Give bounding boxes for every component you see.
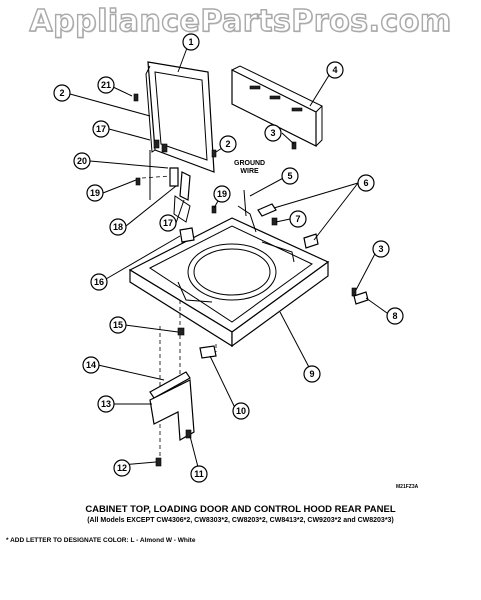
callout-10-label: 10 <box>236 406 246 416</box>
callout-1-label: 1 <box>188 37 193 47</box>
screw-2-right <box>211 149 217 158</box>
screw-21 <box>133 93 139 102</box>
callout-18: 18 <box>109 218 127 236</box>
callout-3-top: 3 <box>264 124 282 142</box>
callout-5-label: 5 <box>287 171 292 181</box>
callout-14-label: 14 <box>86 360 96 370</box>
callout-3-top-label: 3 <box>270 128 275 138</box>
callout-3-right: 3 <box>372 240 390 258</box>
callout-3-right-label: 3 <box>378 244 383 254</box>
screw-3-top <box>291 141 297 150</box>
callout-13-label: 13 <box>101 399 111 409</box>
callout-20-label: 20 <box>77 156 87 166</box>
diagram-code: M21FZ3A <box>396 484 419 490</box>
callout-13: 13 <box>97 395 115 413</box>
control-hood-rear-panel <box>231 65 323 147</box>
callout-19-right-label: 19 <box>217 189 227 199</box>
callout-6: 6 <box>357 174 375 192</box>
callout-7-label: 7 <box>295 214 300 224</box>
callout-17-left-label: 17 <box>96 124 106 134</box>
callout-2-left-label: 2 <box>59 88 64 98</box>
callout-8-label: 8 <box>392 311 397 321</box>
leader-lines <box>69 47 388 472</box>
callout-11: 11 <box>190 465 208 483</box>
screw-19-top <box>211 205 217 214</box>
callout-17-right-label: 17 <box>163 218 173 228</box>
loading-door <box>145 61 215 173</box>
screw-3-right <box>351 287 357 297</box>
callout-9-label: 9 <box>309 369 314 379</box>
callout-2-right: 2 <box>219 135 237 153</box>
caption-title: CABINET TOP, LOADING DOOR AND CONTROL HO… <box>85 504 396 515</box>
callout-16: 16 <box>90 273 108 291</box>
ground-wire-line-2: WIRE <box>240 168 259 175</box>
callout-11-label: 11 <box>194 469 204 479</box>
hinge-16 <box>179 227 195 243</box>
callout-19-left-label: 19 <box>90 188 100 198</box>
callout-19-right: 19 <box>213 185 231 203</box>
callout-15-label: 15 <box>113 320 123 330</box>
callout-15: 15 <box>109 316 127 334</box>
callout-10: 10 <box>232 402 250 420</box>
callout-18-label: 18 <box>113 222 123 232</box>
caption-models: (All Models EXCEPT CW4306*2, CW8303*2, C… <box>87 517 394 524</box>
callout-17-right: 17 <box>159 214 177 232</box>
callout-6-label: 6 <box>363 178 368 188</box>
callout-2-right-label: 2 <box>225 139 230 149</box>
callout-12-label: 12 <box>117 463 127 473</box>
ground-wire-label: GROUND WIRE <box>234 160 265 176</box>
color-footnote: * ADD LETTER TO DESIGNATE COLOR: L - Alm… <box>6 537 196 544</box>
callout-9: 9 <box>303 365 321 383</box>
callout-7: 7 <box>289 210 307 228</box>
callout-14: 14 <box>82 356 100 374</box>
callout-8: 8 <box>386 307 404 325</box>
screw-19-left <box>135 177 141 186</box>
callout-21-label: 21 <box>101 80 111 90</box>
callout-5: 5 <box>281 167 299 185</box>
callout-16-label: 16 <box>94 277 104 287</box>
callout-4-label: 4 <box>332 65 337 75</box>
callout-1: 1 <box>182 33 200 51</box>
door-hinge-parts <box>141 150 191 223</box>
watermark-text: AppliancePartsPros.com <box>29 3 452 39</box>
callout-19-left: 19 <box>86 184 104 202</box>
callout-12: 12 <box>113 459 131 477</box>
callout-4: 4 <box>326 61 344 79</box>
callout-20: 20 <box>73 152 91 170</box>
cabinet-top <box>128 217 330 348</box>
ground-wire-line-1: GROUND <box>234 160 266 167</box>
callout-2-left: 2 <box>53 84 71 102</box>
callout-21: 21 <box>97 76 115 94</box>
hood-brackets <box>237 189 319 249</box>
callout-17-left: 17 <box>92 120 110 138</box>
